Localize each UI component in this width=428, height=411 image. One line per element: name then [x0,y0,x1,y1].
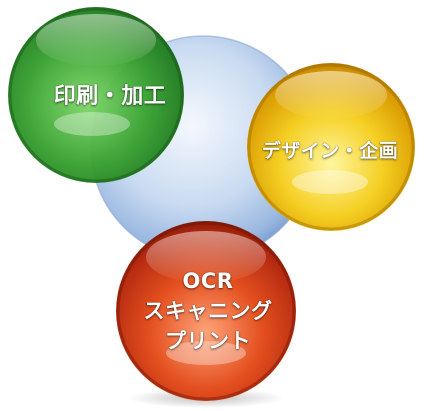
label-design-line: デザイン・企画 [261,140,399,162]
label-ocr: OCR スキャニング プリント [118,266,298,356]
circle-print [8,7,184,183]
label-ocr-line-2: スキャニング [143,299,273,323]
label-design: デザイン・企画 [247,136,413,163]
label-ocr-line-3: プリント [165,329,251,353]
label-ocr-line-1: OCR [182,269,234,293]
circle-ocr [116,221,296,401]
circle-design [247,63,415,231]
label-print: 印刷・加工 [36,78,184,110]
label-print-line: 印刷・加工 [53,84,167,109]
